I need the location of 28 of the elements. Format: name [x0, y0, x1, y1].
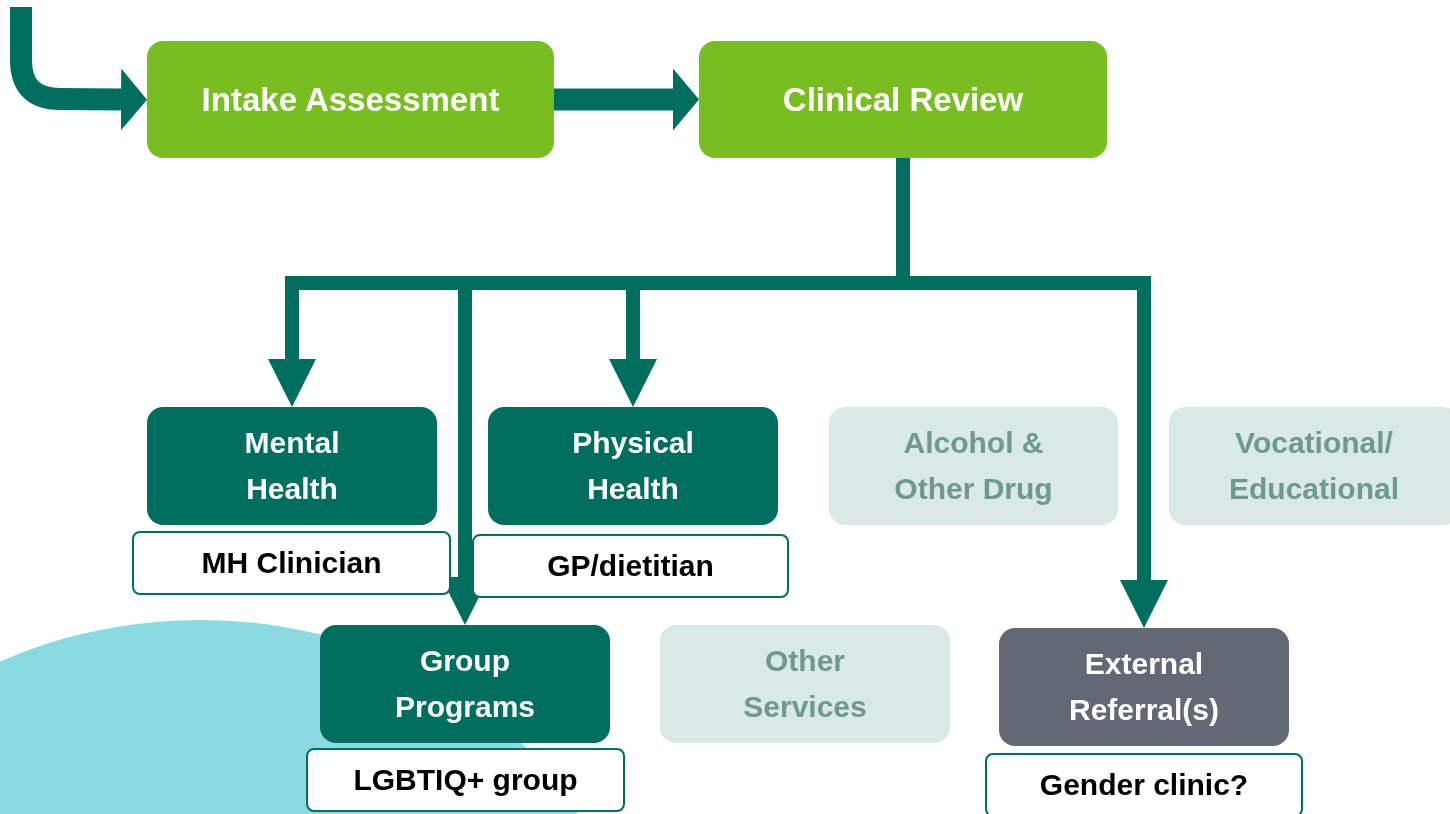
arrow: [554, 68, 699, 131]
box-label: GP/dietitian: [547, 547, 714, 584]
provider-box: [306, 748, 625, 812]
service-box: [147, 407, 437, 525]
box-label: External Referral(s): [1067, 645, 1221, 728]
box-label: Gender clinic?: [1039, 766, 1249, 803]
box-label: Clinical Review: [782, 79, 1024, 120]
provider-box: [985, 753, 1303, 814]
box-label: MH Clinician: [201, 544, 382, 581]
faded-service-box: [660, 625, 950, 743]
box-label: Vocational/ Educational: [1228, 424, 1400, 507]
box-label: Physical Health: [571, 424, 695, 507]
faded-service-box: [1169, 407, 1450, 525]
box-label: Intake Assessment: [201, 79, 500, 120]
faded-service-box: [829, 407, 1118, 525]
box-label: Other Services: [742, 642, 868, 725]
box-label: Group Programs: [393, 642, 537, 725]
box-label: Alcohol & Other Drug: [893, 424, 1054, 507]
service-box: [488, 407, 778, 525]
provider-box: [472, 534, 789, 598]
process-box: [699, 41, 1107, 158]
box-label: LGBTIQ+ group: [353, 761, 578, 798]
process-box: [147, 41, 554, 158]
service-box: [320, 625, 610, 743]
arrow: [10, 7, 147, 131]
box-label: Mental Health: [243, 424, 341, 507]
referral-box: [999, 628, 1289, 746]
provider-box: [132, 531, 451, 595]
